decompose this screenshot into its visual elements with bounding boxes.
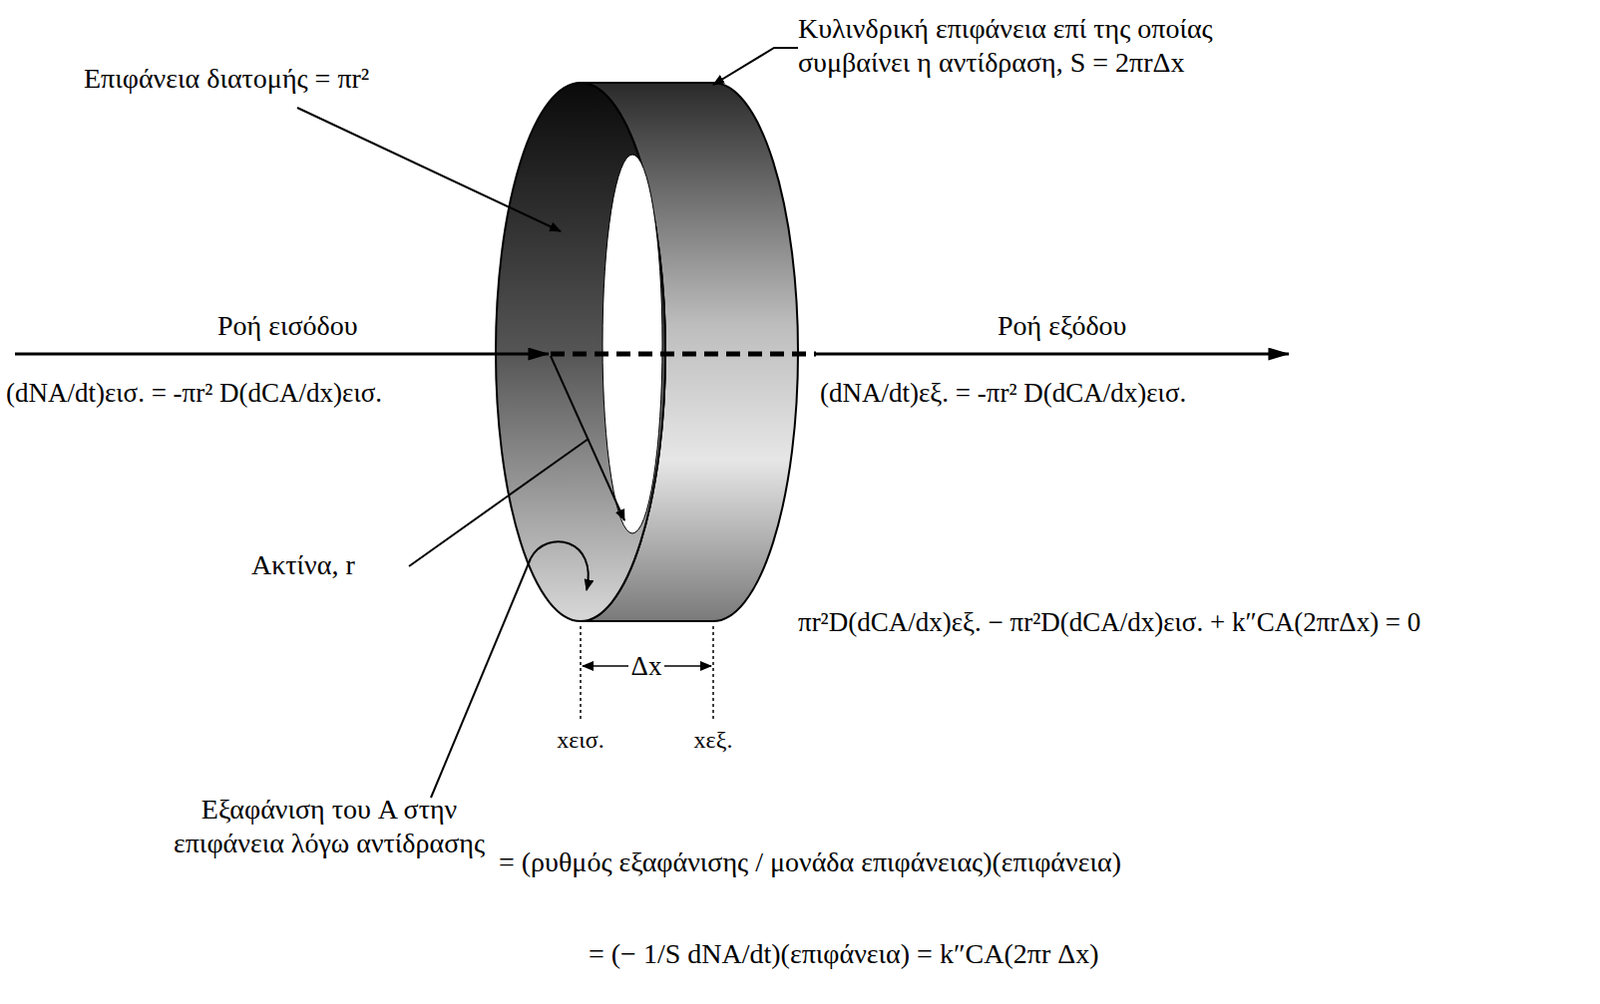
curved-arrow — [530, 541, 589, 591]
axis-dashed — [550, 352, 816, 358]
balance-equation: πr²D(dCA/dx)εξ. − πr²D(dCA/dx)εισ. + k″C… — [798, 606, 1421, 639]
flow-out-label: Ροή εξόδου — [997, 309, 1127, 344]
flow-arrow — [14, 353, 549, 357]
flow-out-equation: (dNA/dt)εξ. = -πr² D(dCA/dx)εισ. — [819, 377, 1187, 409]
dimension-line — [579, 626, 582, 721]
flow-in-equation: (dNA/dt)εισ. = -πr² D(dCA/dx)εισ. — [5, 377, 383, 409]
dimension-label: Δx — [628, 650, 666, 683]
rate-equation: = (ρυθμός εξαφάνισης / μονάδα επιφάνειας… — [498, 845, 1122, 880]
leader-line — [297, 107, 561, 232]
leader-line — [713, 47, 799, 85]
hole — [602, 154, 663, 534]
cross-section-label: Επιφάνεια διατομής = πr² — [83, 61, 370, 96]
dimension-line — [712, 626, 715, 721]
leader-line — [408, 438, 589, 567]
leader-line — [430, 558, 531, 799]
flow-arrow — [815, 353, 1289, 357]
position-label: xεισ. — [556, 726, 604, 756]
surface-label: Κυλινδρική επιφάνεια επί της οποίας συμβ… — [798, 11, 1317, 79]
rate-equation: = (− 1/S dNA/dt)(επιφάνεια) = k″CA(2πr Δ… — [588, 937, 1100, 972]
radius-label: Ακτίνα, r — [251, 548, 356, 583]
disappearance-label: Εξαφάνιση του A στην επιφάνεια λόγω αντί… — [169, 793, 489, 860]
position-label: xεξ. — [694, 726, 734, 756]
flow-in-label: Ροή εισόδου — [217, 309, 359, 344]
